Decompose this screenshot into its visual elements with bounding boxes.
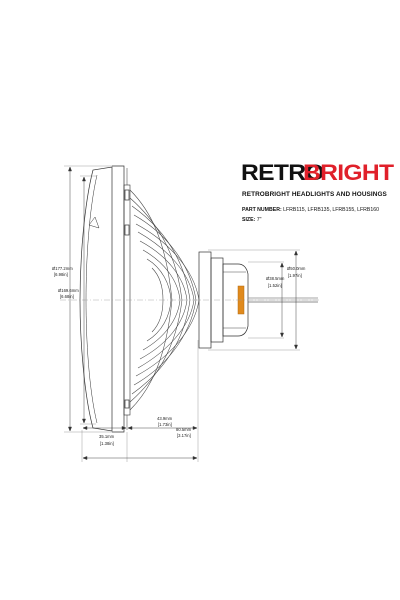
front-depth-in: [1.38in]: [100, 441, 114, 446]
part-number-label: PART NUMBER:: [242, 207, 282, 213]
outer-diameter-in: [6.98in]: [54, 272, 68, 277]
headlight-housing: [79, 165, 131, 433]
brand-logo-bright: BRIGHT: [303, 160, 394, 185]
size-label: SIZE:: [242, 217, 256, 223]
brand-logo: RETRO BRIGHT: [241, 160, 394, 185]
dimension-labels: Ø177.2mm [6.98in] Ø169.6mm [6.68in] Ø50.…: [52, 266, 306, 446]
connector-outer-mm: Ø50.0mm: [287, 266, 306, 271]
size-value: 7": [256, 217, 262, 223]
dimension-lines: [68, 166, 298, 460]
connector-inner-in: [1.52in]: [268, 283, 282, 288]
product-title: RETROBRIGHT HEADLIGHTS AND HOUSINGS: [242, 191, 387, 198]
total-depth-mm: 80.5mm: [176, 427, 192, 432]
lens-diameter-in: [6.68in]: [60, 294, 74, 299]
total-depth-in: [3.17in]: [177, 433, 191, 438]
rear-depth-mm: 43.9mm: [157, 416, 173, 421]
front-depth-mm: 35.1mm: [99, 434, 115, 439]
part-number-value: LFRB115, LFRB135, LFRB155, LFRB160: [283, 207, 380, 213]
dimension-extension-lines: [64, 165, 300, 462]
part-number-row: PART NUMBER: LFRB115, LFRB135, LFRB155, …: [242, 207, 379, 213]
brand-logo-retro: RETRO: [241, 160, 325, 185]
outer-diameter-mm: Ø177.2mm: [52, 266, 73, 271]
connector-outer-in: [1.97in]: [288, 273, 302, 278]
lens-diameter-mm: Ø169.6mm: [58, 288, 79, 293]
connector-inner-mm: Ø38.5mm: [266, 276, 285, 281]
size-row: SIZE: 7": [242, 217, 261, 223]
rear-depth-in: [1.73in]: [158, 422, 172, 427]
